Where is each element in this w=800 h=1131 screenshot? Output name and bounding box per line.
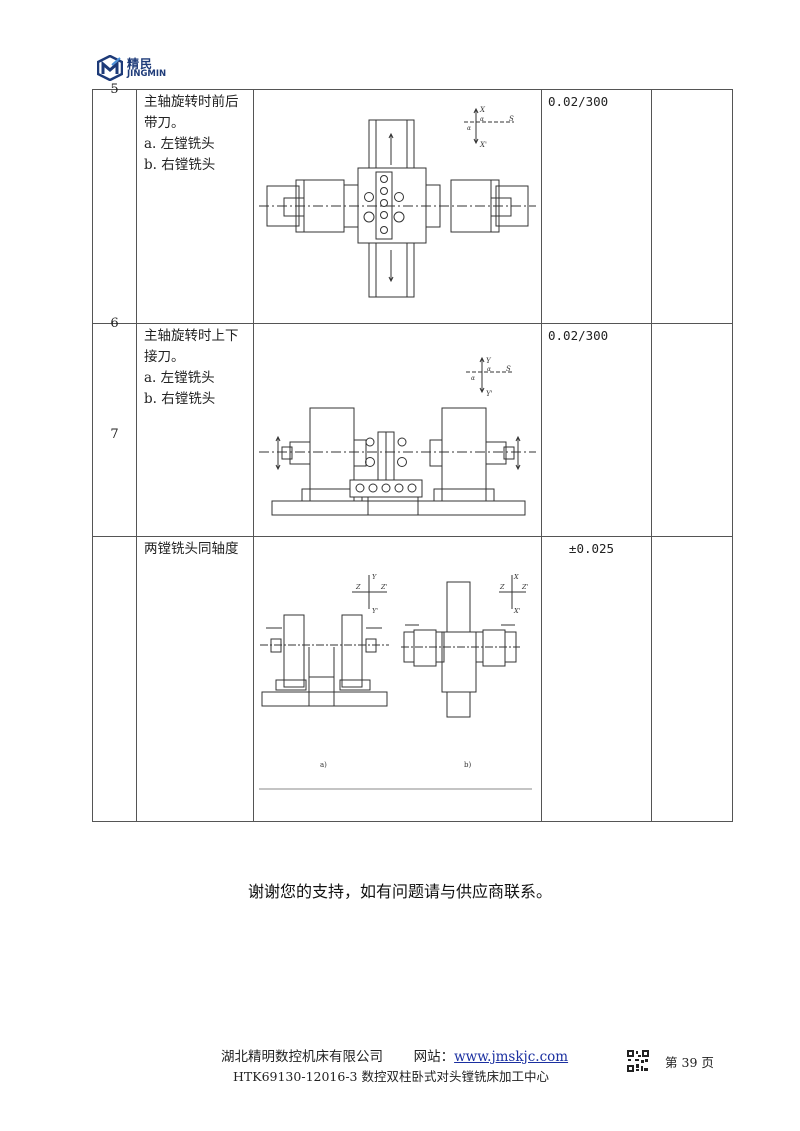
svg-text:S: S <box>506 365 511 373</box>
tolerance-value: 0.02/300 <box>541 323 652 537</box>
svg-text:α: α <box>487 366 491 373</box>
remark-cell <box>651 536 733 822</box>
svg-text:Z: Z <box>355 583 361 591</box>
company-name: 湖北精明数控机床有限公司 <box>221 1049 383 1065</box>
logo-chinese-name: 精民 <box>127 57 154 71</box>
item-description: 两镗铣头同轴度 <box>136 536 254 822</box>
svg-text:α: α <box>471 375 475 382</box>
svg-text:X': X' <box>513 607 521 615</box>
logo-english-name: JINGMIN <box>127 69 167 79</box>
sub-item-b: b. 右镗铣头 <box>144 391 216 407</box>
axis-symbol-b: X X' Z Z' <box>499 573 529 615</box>
closing-message: 谢谢您的支持，如有问题请与供应商联系。 <box>247 882 552 901</box>
figure-cell: X X' S α α <box>253 89 542 324</box>
item-title: 两镗铣头同轴度 <box>144 541 239 557</box>
svg-text:Z: Z <box>499 583 505 591</box>
inspection-table: 5 主轴旋转时前后带刀。 a. 左镗铣头 b. 右镗铣头 X X' S α α <box>92 82 733 822</box>
svg-text:X: X <box>513 573 519 581</box>
diagram-front-view-y: Y Y' S α α <box>259 356 536 516</box>
tolerance-value: ±0.025 <box>541 536 652 822</box>
company-logo: 精民 JINGMIN <box>97 55 187 83</box>
item-number: 7 <box>92 427 137 822</box>
caption-a: a) <box>320 761 327 769</box>
svg-text:X': X' <box>479 141 487 149</box>
svg-text:α: α <box>467 125 471 132</box>
table-row: 5 主轴旋转时前后带刀。 a. 左镗铣头 b. 右镗铣头 X X' S α α <box>92 82 733 324</box>
figure-b: b) <box>401 581 520 769</box>
qr-code-icon <box>627 1050 649 1072</box>
svg-text:Y: Y <box>486 357 492 365</box>
item-title: 主轴旋转时上下接刀。 <box>144 328 239 365</box>
item-description: 主轴旋转时上下接刀。 a. 左镗铣头 b. 右镗铣头 <box>136 323 254 537</box>
page-number: 第 39 页 <box>665 1055 714 1070</box>
svg-text:X: X <box>479 106 486 114</box>
footer-doc-title: HTK69130-12016-3 数控双柱卧式对头镗铣床加工中心 <box>233 1069 549 1084</box>
caption-b: b) <box>464 761 471 769</box>
remark-cell <box>651 323 733 537</box>
axis-symbol: Y Y' S α α <box>466 356 512 398</box>
svg-text:Z': Z' <box>521 583 529 591</box>
jingmin-logo-icon <box>97 55 123 81</box>
item-number: 5 <box>92 82 137 324</box>
table-row: 7 两镗铣头同轴度 Y Y' Z Z' <box>92 427 733 822</box>
svg-text:Y: Y <box>372 573 377 581</box>
item-description: 主轴旋转时前后带刀。 a. 左镗铣头 b. 右镗铣头 <box>136 89 254 324</box>
figure-cell: Y Y' Z Z' a) <box>253 536 542 822</box>
figure-cell: Y Y' S α α <box>253 323 542 537</box>
axis-symbol-a: Y Y' Z Z' <box>352 573 388 615</box>
remark-cell <box>651 89 733 324</box>
sub-item-a: a. 左镗铣头 <box>144 370 215 386</box>
sub-item-b: b. 右镗铣头 <box>144 157 216 173</box>
table-row: 6 主轴旋转时上下接刀。 a. 左镗铣头 b. 右镗铣头 Y Y' S α α <box>92 316 733 537</box>
diagram-coaxiality: Y Y' Z Z' a) <box>259 573 532 790</box>
figure-a: a) <box>260 614 389 769</box>
footer-company-line: 湖北精明数控机床有限公司 网站：www.jmskjc.com <box>221 1045 568 1065</box>
svg-text:α: α <box>480 116 484 123</box>
tolerance-value: 0.02/300 <box>541 89 652 324</box>
item-title: 主轴旋转时前后带刀。 <box>144 94 239 131</box>
website-link[interactable]: www.jmskjc.com <box>454 1049 569 1065</box>
diagram-top-view-x: X X' S α α <box>259 106 536 298</box>
sub-item-a: a. 左镗铣头 <box>144 136 215 152</box>
svg-text:Y': Y' <box>486 390 493 398</box>
svg-text:Y': Y' <box>372 607 378 615</box>
svg-text:S: S <box>509 115 514 123</box>
svg-text:Z': Z' <box>380 583 388 591</box>
website-label: 网站： <box>413 1049 455 1065</box>
axis-symbol: X X' S α α <box>464 106 514 149</box>
